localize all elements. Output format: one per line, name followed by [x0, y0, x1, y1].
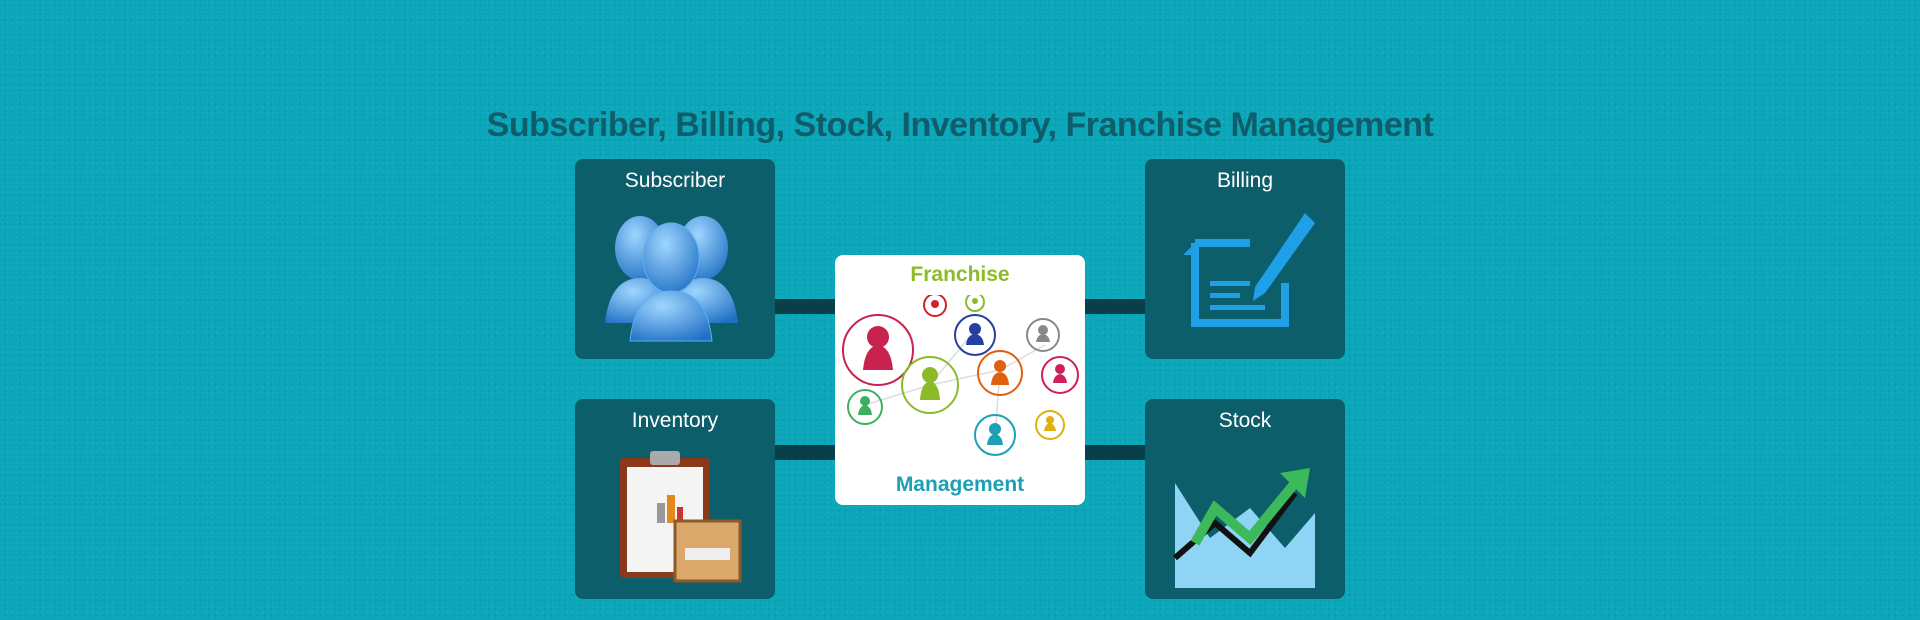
connector-inventory: [774, 445, 836, 460]
stock-label: Stock: [1218, 409, 1272, 432]
franchise-label: Franchise: [910, 263, 1010, 286]
inventory-label: Inventory: [631, 409, 719, 432]
page-title: Subscriber, Billing, Stock, Inventory, F…: [486, 106, 1434, 144]
connector-billing: [1084, 299, 1146, 314]
clipboard-crate-icon: [620, 451, 742, 583]
billing-box: Billing: [1145, 159, 1345, 359]
invoice-pen-icon: [1183, 213, 1315, 327]
users-icon: [605, 216, 738, 342]
inventory-box: Inventory: [575, 399, 775, 599]
management-label: Management: [895, 473, 1025, 496]
stock-box: Stock: [1145, 399, 1345, 599]
subscriber-label: Subscriber: [624, 169, 726, 192]
connector-stock: [1084, 445, 1146, 460]
network-people-icon: [842, 295, 1079, 456]
stock-chart-icon: [1173, 468, 1315, 588]
billing-label: Billing: [1216, 169, 1274, 192]
connector-subscriber: [774, 299, 836, 314]
franchise-management-card: Franchise Management: [835, 255, 1085, 505]
subscriber-box: Subscriber: [575, 159, 775, 359]
